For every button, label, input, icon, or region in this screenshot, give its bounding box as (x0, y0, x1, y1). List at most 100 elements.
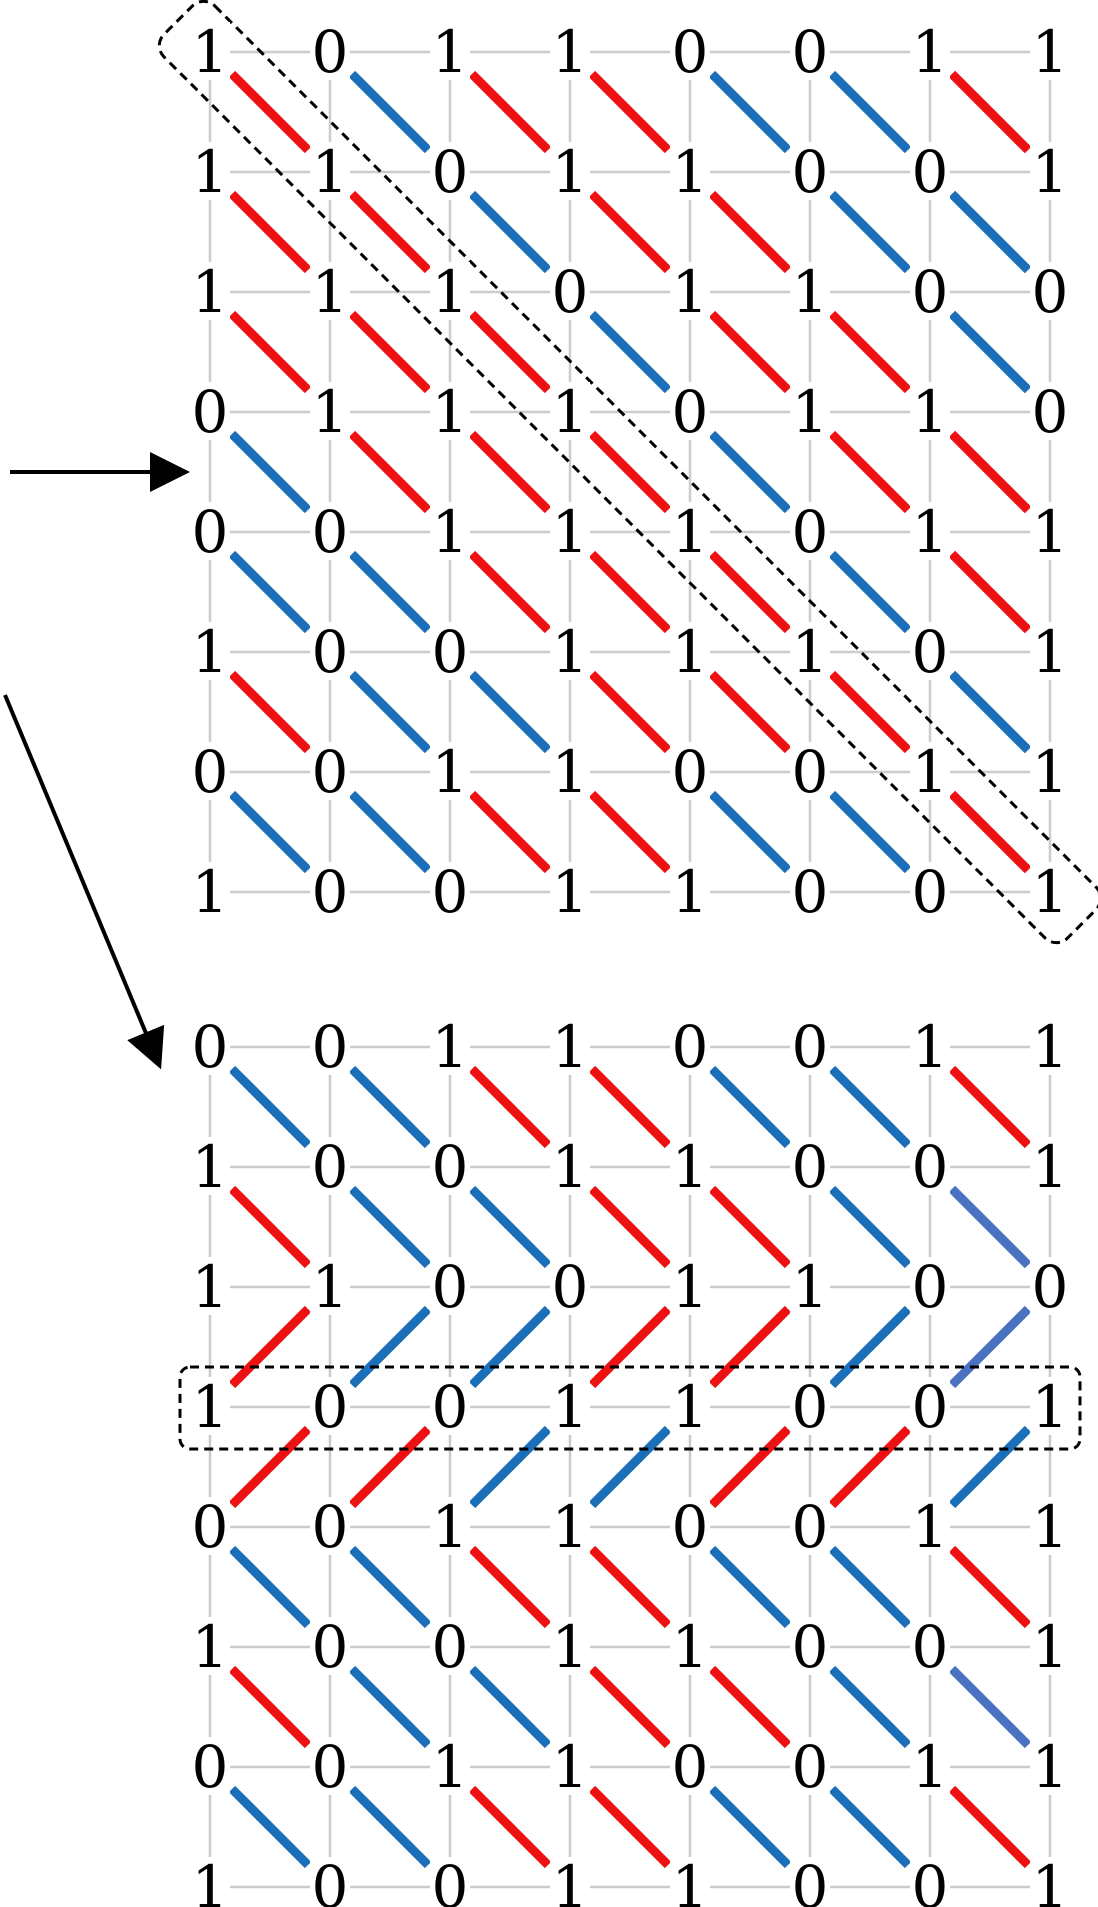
top-grid-digit: 0 (912, 258, 949, 326)
top-grid-digit-bg (790, 862, 830, 920)
bottom-grid-digit: 0 (672, 1013, 709, 1081)
top-grid-digit: 1 (432, 18, 469, 86)
top-grid-digit-bg (190, 622, 230, 680)
bottom-grid-digit-bg (790, 1857, 830, 1907)
bottom-grid-digit: 0 (912, 1613, 949, 1681)
top-grid-digit-bg (790, 262, 830, 320)
bottom-diagonal-segment (708, 1665, 792, 1749)
top-grid-digit-bg (310, 142, 350, 200)
bottom-grid-digit-bg (1030, 1737, 1070, 1795)
bottom-grid-digit: 0 (912, 1133, 949, 1201)
top-grid-digit: 1 (432, 378, 469, 446)
top-diagonal-segment (228, 70, 312, 154)
bottom-grid-digit: 1 (552, 1373, 589, 1441)
bottom-grid-digit: 0 (552, 1253, 589, 1321)
top-grid-digit: 0 (672, 18, 709, 86)
bottom-grid-digit: 0 (312, 1733, 349, 1801)
bottom-grid-digit: 0 (192, 1013, 229, 1081)
bottom-diagonal-segment (828, 1425, 912, 1509)
bottom-diagonal-segment (948, 1185, 1032, 1269)
top-grid-digit-bg (310, 742, 350, 800)
bottom-grid-digit: 1 (432, 1493, 469, 1561)
top-diagonal-segment (948, 790, 1032, 874)
top-grid-digit: 1 (432, 498, 469, 566)
bottom-grid-digit: 1 (552, 1013, 589, 1081)
bottom-diagonal-segment (348, 1665, 432, 1749)
bottom-diagonal-segment (948, 1545, 1032, 1629)
top-grid-digit-bg (1030, 862, 1070, 920)
top-diagonal-segment (348, 670, 432, 754)
top-diagonal-segment (348, 550, 432, 634)
bottom-grid-digit: 1 (912, 1733, 949, 1801)
bottom-diagonal-segment (588, 1665, 672, 1749)
top-grid-digit-bg (550, 622, 590, 680)
top-diagonal-segment (588, 430, 672, 514)
top-diagonal-segment (828, 550, 912, 634)
bottom-grid-digit-bg (430, 1497, 470, 1555)
bottom-diagonal-segment (228, 1065, 312, 1149)
bottom-grid-digit-bg (190, 1137, 230, 1195)
top-grid-digit-bg (790, 142, 830, 200)
bottom-diagonal-segment (708, 1785, 792, 1869)
top-grid-digit-bg (1030, 382, 1070, 440)
top-grid-digit: 0 (432, 138, 469, 206)
top-grid-digit: 0 (912, 138, 949, 206)
bottom-grid-digit-bg (190, 1617, 230, 1675)
bottom-diagonal-segment (588, 1305, 672, 1389)
top-diagonal-segment (468, 430, 552, 514)
top-grid-digit-bg (190, 382, 230, 440)
top-grid-digit: 1 (912, 18, 949, 86)
top-grid-digit-bg (550, 742, 590, 800)
top-grid-digit: 1 (672, 138, 709, 206)
top-grid-digit: 1 (1032, 618, 1069, 686)
bottom-grid-digit-bg (910, 1137, 950, 1195)
top-diagonal-segment (468, 790, 552, 874)
bottom-diagonal-segment (468, 1785, 552, 1869)
bottom-grid-digit: 0 (312, 1133, 349, 1201)
bottom-grid-digit: 1 (552, 1493, 589, 1561)
top-grid-digit-bg (430, 862, 470, 920)
bottom-grid-digit: 0 (792, 1853, 829, 1907)
bottom-grid-digit-bg (310, 1377, 350, 1435)
top-grid-digit: 0 (672, 738, 709, 806)
top-grid-digit-bg (910, 262, 950, 320)
top-grid-digit-bg (670, 262, 710, 320)
bottom-grid-digit: 0 (792, 1613, 829, 1681)
top-diagonal-segment (348, 190, 432, 274)
top-grid-digit-bg (910, 502, 950, 560)
top-diagonal-segment (828, 190, 912, 274)
top-grid-digit: 1 (192, 618, 229, 686)
bottom-grid-digit: 1 (432, 1733, 469, 1801)
top-diagonal-segment (348, 790, 432, 874)
top-diagonal-segment (588, 190, 672, 274)
bottom-grid-digit-bg (310, 1017, 350, 1075)
top-grid-digit: 1 (912, 738, 949, 806)
top-grid-digit: 1 (192, 18, 229, 86)
bottom-grid-digit-bg (430, 1737, 470, 1795)
bottom-diagonal-segment (588, 1065, 672, 1149)
top-grid-digit: 1 (432, 258, 469, 326)
bottom-grid-digit: 1 (1032, 1733, 1069, 1801)
top-grid-digit: 0 (312, 18, 349, 86)
bottom-diagonal-segment (588, 1425, 672, 1509)
bottom-diagonal-segment (948, 1305, 1032, 1389)
bottom-grid-digit-bg (1030, 1137, 1070, 1195)
bottom-grid-digit-bg (910, 1257, 950, 1315)
bottom-grid-digit-bg (670, 1137, 710, 1195)
top-grid-digit-bg (190, 862, 230, 920)
top-grid-digit-bg (190, 502, 230, 560)
bottom-grid-digit: 1 (192, 1373, 229, 1441)
top-diagonal-segment (948, 550, 1032, 634)
bottom-diagonal-segment (828, 1185, 912, 1269)
bottom-grid-digit-bg (430, 1017, 470, 1075)
bottom-diagonal-segment (828, 1545, 912, 1629)
top-grid-digit-bg (310, 502, 350, 560)
bottom-grid-digit: 1 (912, 1493, 949, 1561)
top-diagonal-segment (708, 550, 792, 634)
bottom-grid-digit: 0 (912, 1853, 949, 1907)
top-grid-digit-bg (910, 862, 950, 920)
bottom-grid-digit-bg (550, 1257, 590, 1315)
top-diagonal-segment (468, 550, 552, 634)
top-diagonal-segment (468, 310, 552, 394)
